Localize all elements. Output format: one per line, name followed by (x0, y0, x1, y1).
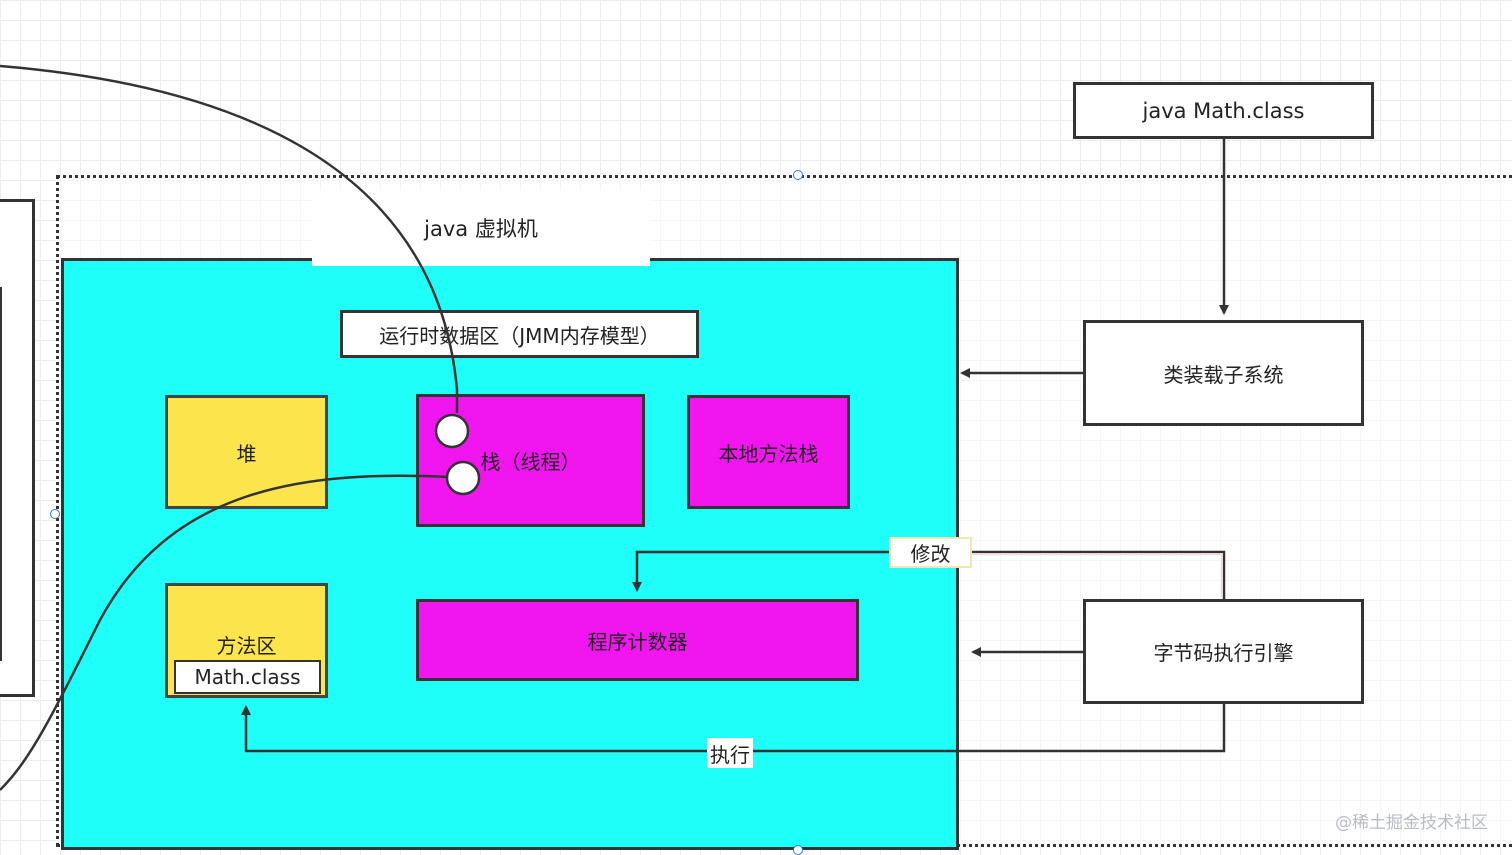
connection-point-2[interactable] (445, 460, 481, 496)
modify-connector-highlight (960, 553, 1223, 597)
modify-edge-label[interactable]: 修改 (889, 537, 972, 568)
watermark: @稀土掘金技术社区 (1335, 813, 1488, 833)
connection-point-1[interactable] (434, 413, 470, 449)
class-loader-box[interactable]: 类装载子系统 (1083, 320, 1364, 426)
runtime-data-area-label[interactable]: 运行时数据区（JMM内存模型） (340, 310, 699, 358)
heap-box[interactable]: 堆 (165, 395, 328, 509)
math-class-inner-box[interactable]: Math.class (174, 660, 321, 694)
method-area-box[interactable]: 方法区 Math.class (165, 583, 328, 698)
bytecode-engine-box[interactable]: 字节码执行引擎 (1083, 599, 1364, 704)
left-panel-inner (0, 287, 2, 661)
selection-handle-top[interactable] (793, 170, 803, 180)
native-method-stack-box[interactable]: 本地方法栈 (687, 395, 850, 509)
execute-edge-label[interactable]: 执行 (707, 738, 753, 768)
selection-handle-left[interactable] (50, 509, 60, 519)
math-class-file-box[interactable]: java Math.class (1073, 82, 1374, 139)
curve-connector-bottom[interactable] (0, 474, 449, 791)
curve-connector-top[interactable] (0, 64, 459, 413)
jvm-label[interactable]: java 虚拟机 (312, 190, 650, 266)
program-counter-box[interactable]: 程序计数器 (416, 599, 859, 681)
method-area-label: 方法区 (216, 633, 277, 658)
left-panel[interactable] (0, 199, 35, 697)
